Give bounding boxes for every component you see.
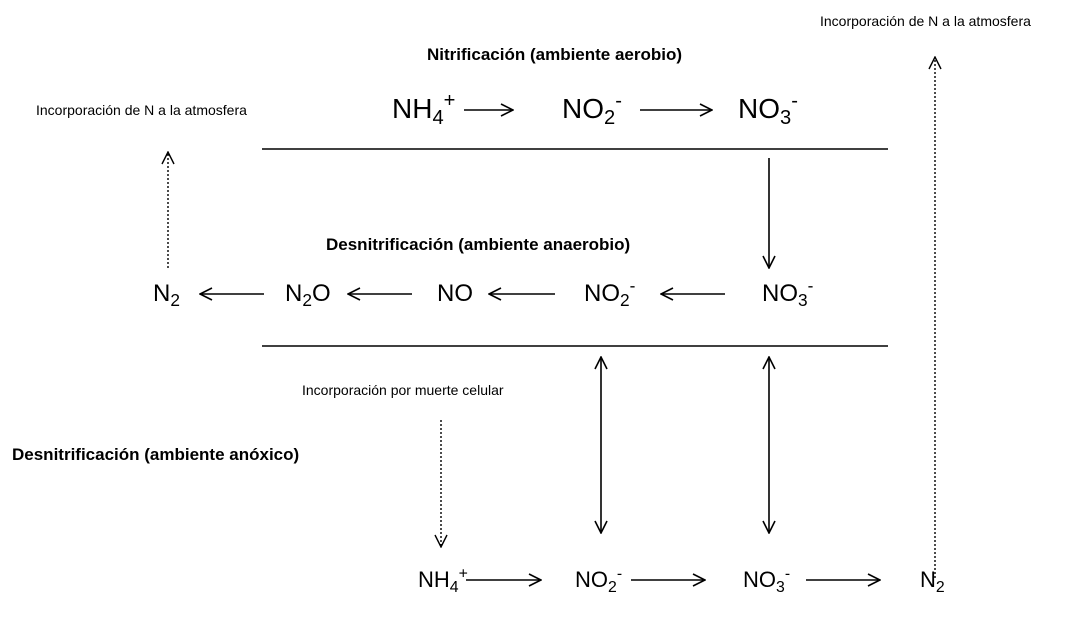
species-middle-no2: NO2- (584, 275, 636, 311)
annotation-cell-death: Incorporación por muerte celular (302, 382, 504, 398)
heading-nitrification: Nitrificación (ambiente aerobio) (427, 45, 683, 64)
annotation-atmosphere-right: Incorporación de N a la atmosfera (820, 13, 1031, 29)
species-bottom-nh4: NH4+ (418, 565, 468, 596)
species-bottom-n2: N2 (920, 567, 945, 596)
species-bottom-no2: NO2- (575, 565, 623, 596)
species-middle-n2: N2 (153, 280, 180, 311)
heading-denitrification-anoxic: Desnitrificación (ambiente anóxico) (12, 445, 300, 464)
species-top-no3: NO3- (738, 89, 798, 130)
annotation-atmosphere-left: Incorporación de N a la atmosfera (36, 102, 247, 118)
species-top-no2: NO2- (562, 89, 622, 130)
species-top-nh4: NH4+ (392, 89, 456, 130)
species-bottom-no3: NO3- (743, 565, 791, 596)
heading-denitrification-anaerobic: Desnitrificación (ambiente anaerobio) (326, 235, 631, 254)
species-middle-no3: NO3- (762, 275, 814, 311)
species-middle-no: NO (437, 280, 473, 307)
species-middle-n2o: N2O (285, 280, 331, 311)
